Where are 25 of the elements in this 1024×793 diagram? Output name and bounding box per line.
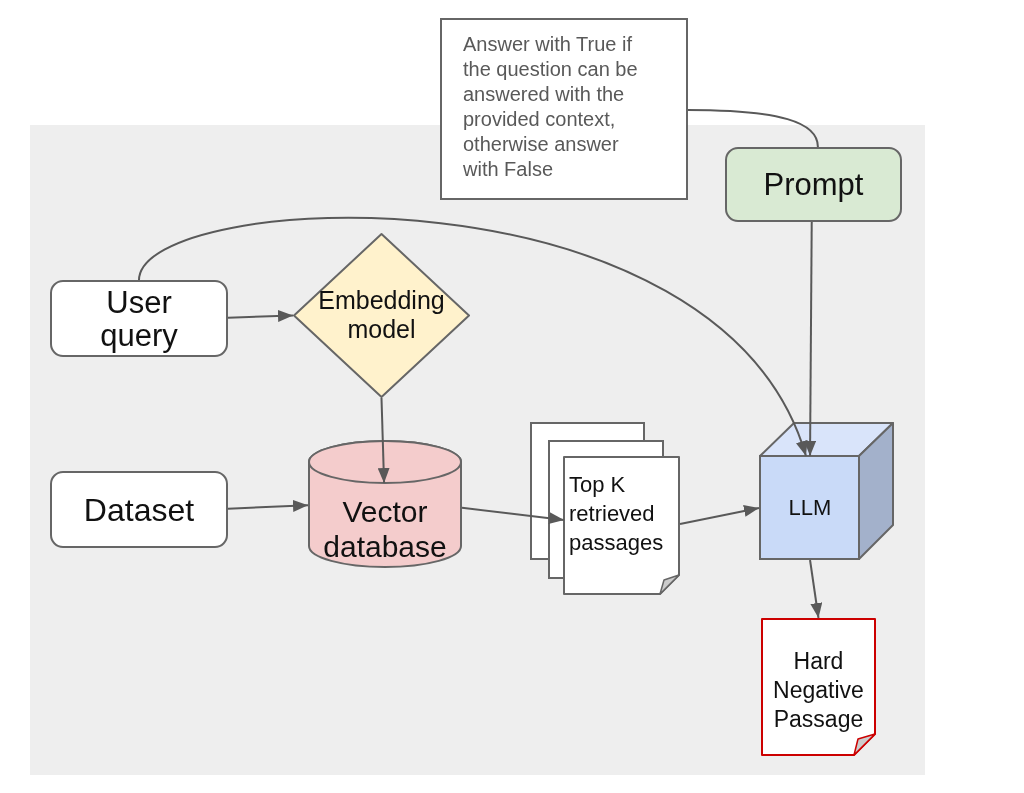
arrow xyxy=(227,499,309,512)
node-label: Vector database xyxy=(322,494,448,564)
node-label: LLM xyxy=(788,495,832,521)
node-label: Answer with True if the question can be answered with the provided context, otherwise answer with False xyxy=(463,32,639,182)
node-label: Top K retrieved passages xyxy=(569,471,665,557)
node-label: Hard Negative Passage xyxy=(772,646,865,734)
note-box xyxy=(440,18,688,200)
process-box xyxy=(50,280,228,357)
arrow xyxy=(138,217,807,457)
process-box xyxy=(725,147,902,222)
arrow xyxy=(679,505,760,526)
cube-shape xyxy=(759,422,894,560)
arrow xyxy=(227,310,294,322)
connector-line xyxy=(687,108,819,148)
database-cylinder xyxy=(308,440,462,568)
node-label: Prompt xyxy=(763,167,864,202)
node-label: Embedding model xyxy=(317,286,446,344)
node-label: User query xyxy=(99,285,179,352)
arrow xyxy=(804,221,817,457)
document-stack xyxy=(530,422,680,595)
node-label: Dataset xyxy=(83,492,195,527)
arrow xyxy=(809,559,823,619)
process-box xyxy=(50,471,228,548)
document-shape xyxy=(761,618,876,756)
decision-diamond xyxy=(293,233,470,398)
